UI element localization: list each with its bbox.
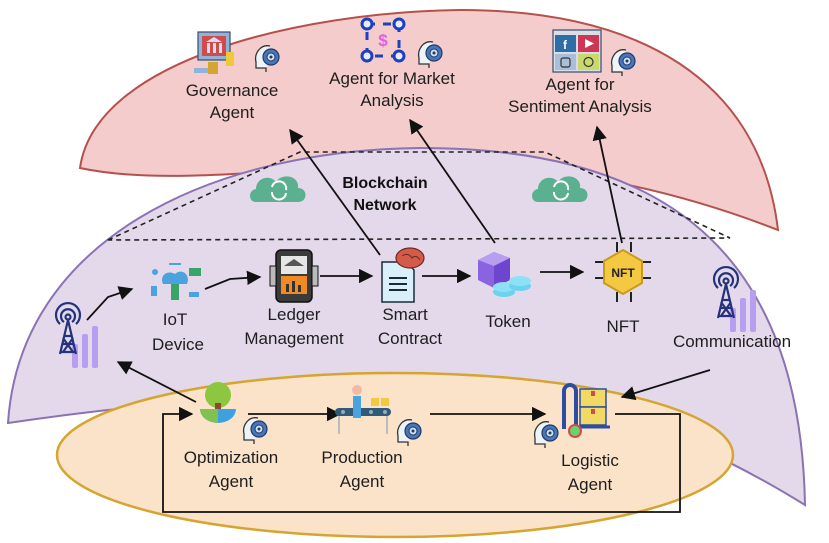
ledger-label-line2: Management xyxy=(244,329,344,348)
iot-device-label-line2: Device xyxy=(152,335,204,354)
arrow-optimization-to-antenna xyxy=(116,361,197,403)
nft-badge-text: NFT xyxy=(611,266,635,280)
smart-contract-icon xyxy=(381,247,425,303)
optimization-label-line2: Agent xyxy=(209,472,254,491)
iot-device-node[interactable]: IoT Device xyxy=(151,263,204,354)
communication-label: Communication xyxy=(673,332,791,351)
market-agent-label-line2: Analysis xyxy=(360,91,423,110)
production-label-line2: Agent xyxy=(340,472,385,491)
sentiment-analysis-agent[interactable]: f Agent for Sentiment Analysis xyxy=(508,29,652,116)
token-icon xyxy=(478,252,531,297)
logistic-label-line1: Logistic xyxy=(561,451,619,470)
blockchain-network-title: Blockchain xyxy=(342,175,427,192)
market-analysis-icon: $ xyxy=(360,17,406,63)
cloud-sync-icon xyxy=(250,176,306,202)
iot-device-icon xyxy=(151,263,201,300)
arrow-contract-to-governance xyxy=(289,128,381,256)
social-media-icon: f xyxy=(552,29,602,73)
logistic-label-line2: Agent xyxy=(568,475,613,494)
optimization-icon xyxy=(200,382,236,423)
governance-agent-label-line1: Governance xyxy=(186,81,279,100)
governance-agent[interactable]: Governance Agent xyxy=(186,31,280,122)
ledger-label-line1: Ledger xyxy=(268,305,321,324)
ledger-icon xyxy=(269,249,319,303)
ledger-management-node[interactable]: Ledger Management xyxy=(244,249,344,348)
governance-icon xyxy=(194,31,234,74)
blockchain-network-boundary xyxy=(107,151,731,241)
sentiment-agent-label-line1: Agent for xyxy=(546,75,615,94)
arrow-communication-to-logistic xyxy=(620,369,711,401)
production-label-line1: Production xyxy=(321,448,402,467)
optimization-agent[interactable]: Optimization Agent xyxy=(184,382,278,491)
nft-label: NFT xyxy=(606,317,639,336)
arrow-nft-to-sentiment xyxy=(592,125,623,244)
sentiment-agent-label-line2: Sentiment Analysis xyxy=(508,97,652,116)
arrow-token-to-market xyxy=(409,118,496,244)
arrow-feedback-loop xyxy=(162,406,681,513)
production-agent[interactable]: Production Agent xyxy=(321,385,422,491)
communication-node[interactable]: Communication xyxy=(673,265,791,351)
smart-contract-label-line2: Contract xyxy=(378,329,443,348)
cloud-sync-icon xyxy=(532,176,588,202)
arrow-iot-to-ledger xyxy=(204,270,262,290)
token-node[interactable]: Token xyxy=(478,252,531,331)
smart-contract-label-line1: Smart xyxy=(382,305,428,324)
svg-text:f: f xyxy=(563,38,568,52)
token-label: Token xyxy=(485,312,530,331)
logistic-icon xyxy=(562,383,610,438)
market-analysis-agent[interactable]: $ Agent for Market Analysis xyxy=(329,17,455,110)
flow-arrows xyxy=(86,118,711,513)
production-icon xyxy=(335,385,391,434)
blockchain-network-subtitle: Network xyxy=(353,197,416,214)
governance-agent-label-line2: Agent xyxy=(210,103,255,122)
logistic-agent[interactable]: Logistic Agent xyxy=(533,383,620,494)
iot-device-label-line1: IoT xyxy=(163,310,188,329)
optimization-label-line1: Optimization xyxy=(184,448,278,467)
market-agent-label-line1: Agent for Market xyxy=(329,69,455,88)
arrow-antenna-to-iot xyxy=(86,286,134,321)
nft-node[interactable]: NFT NFT xyxy=(595,242,651,336)
svg-text:$: $ xyxy=(378,31,388,50)
smart-contract-node[interactable]: Smart Contract xyxy=(378,247,443,348)
nft-icon: NFT xyxy=(595,242,651,302)
